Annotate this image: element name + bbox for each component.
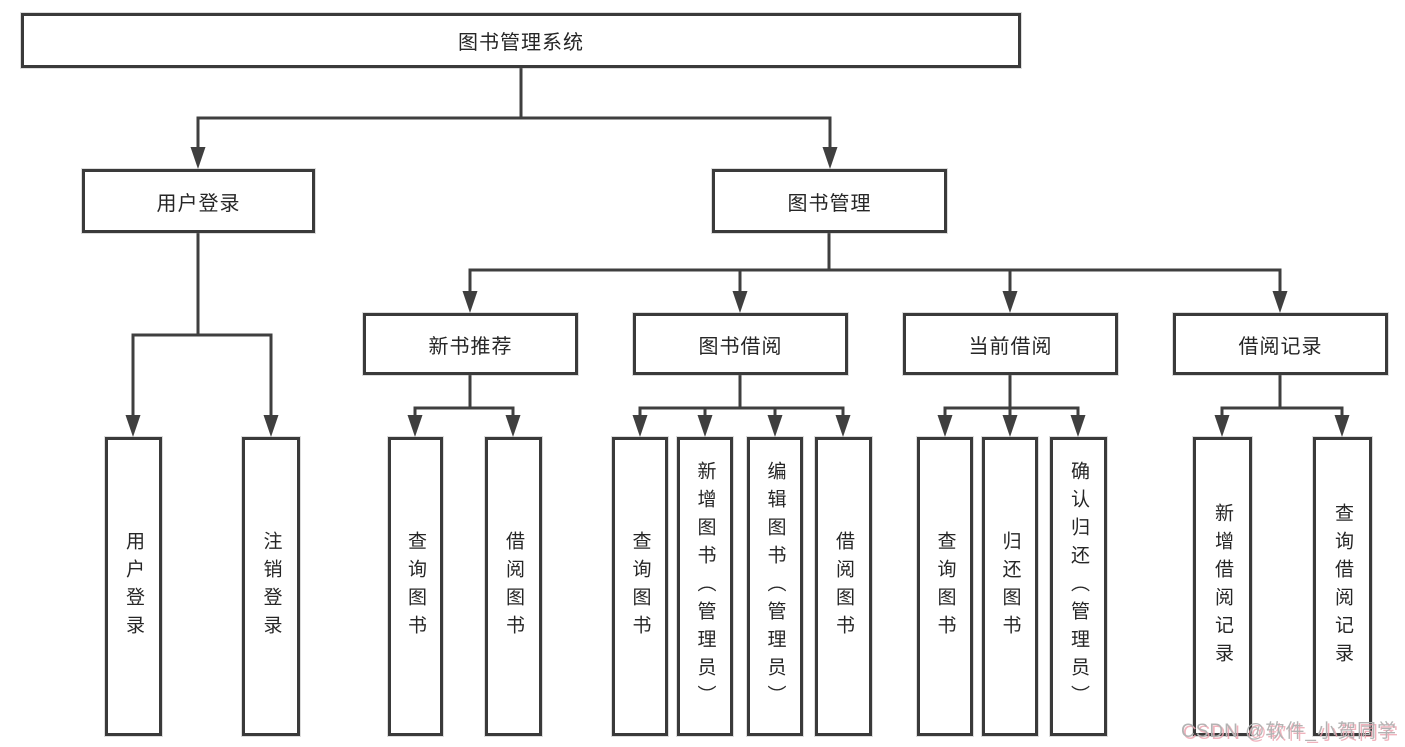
csdn-watermark: CSDN @软件_小贺同学	[1181, 721, 1397, 742]
leaf-confirm-return-admin: 确认归还（管理员）	[1050, 437, 1107, 736]
leaf-add-borrow-record: 新增借阅记录	[1193, 437, 1252, 736]
arrowheads	[125, 147, 1350, 437]
leaf-add-books-admin: 新增图书（管理员）	[677, 437, 733, 736]
connector-stems	[131, 68, 1344, 416]
leaf-edit-books-admin: 编辑图书（管理员）	[747, 437, 803, 736]
node-user-login: 用户登录	[82, 169, 315, 233]
leaf-logout: 注销登录	[242, 437, 300, 736]
leaf-query-books-current: 查询图书	[917, 437, 973, 736]
node-new-book-recommend: 新书推荐	[363, 313, 578, 375]
leaf-user-login: 用户登录	[105, 437, 162, 736]
node-book-borrow: 图书借阅	[633, 313, 848, 375]
node-book-management: 图书管理	[712, 169, 947, 233]
node-borrow-records: 借阅记录	[1173, 313, 1388, 375]
node-current-borrow: 当前借阅	[903, 313, 1118, 375]
leaf-borrow-books: 借阅图书	[815, 437, 872, 736]
node-library-management-system: 图书管理系统	[21, 13, 1021, 68]
leaf-return-books: 归还图书	[982, 437, 1038, 736]
leaf-query-books-borrow: 查询图书	[612, 437, 668, 736]
leaf-query-books-recommend: 查询图书	[388, 437, 443, 736]
leaf-borrow-books-recommend: 借阅图书	[485, 437, 542, 736]
leaf-query-borrow-record: 查询借阅记录	[1313, 437, 1372, 736]
